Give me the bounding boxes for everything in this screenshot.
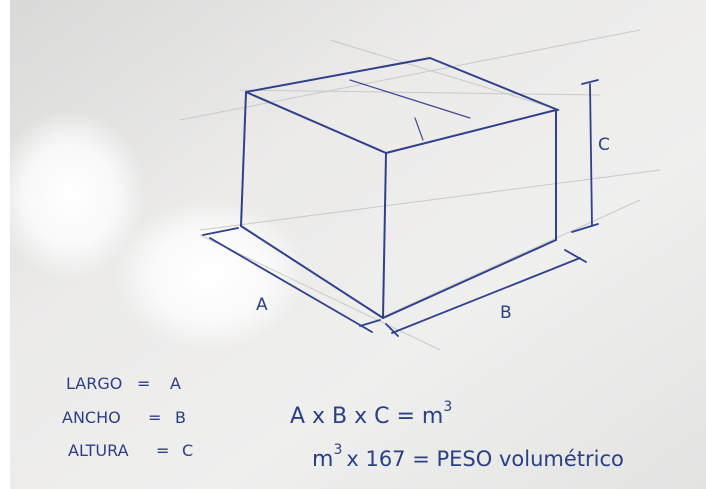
dimension-legend: LARGO = A ANCHO = B ALTURA = C — [62, 374, 193, 460]
formula-volume-text: A x B x C = m — [290, 404, 443, 429]
formula-weight-base: m — [312, 447, 333, 472]
dimension-a-line — [209, 237, 373, 333]
formula-weight-exponent: 3 — [333, 442, 342, 458]
box-bottom-left-edge — [240, 225, 384, 319]
legend-ancho-label: ANCHO — [62, 408, 121, 427]
dimension-b-line — [391, 257, 581, 334]
box-bottom-right-edge — [382, 239, 557, 319]
formula-volume: A x B x C = m3 — [290, 399, 452, 429]
dimension-b-label: B — [500, 303, 512, 323]
box-side-crease — [414, 117, 424, 141]
perspective-guides — [179, 29, 661, 351]
legend-altura-label: ALTURA — [68, 441, 129, 460]
legend-altura-value: C — [182, 441, 193, 460]
legend-equals: = — [148, 408, 161, 427]
dimension-a-label: A — [256, 295, 268, 315]
box-top-crease — [349, 79, 471, 119]
light-glare-left — [0, 110, 145, 280]
dimension-c-label: C — [598, 135, 610, 155]
legend-equals: = — [156, 441, 169, 460]
formula-weight-text: x 167 = PESO volumétrico — [346, 447, 624, 471]
dimension-a-tick-start — [202, 227, 239, 236]
dimension-lines — [202, 79, 599, 337]
box-front-vertical — [382, 152, 387, 319]
dimension-a-tick-end — [359, 319, 381, 327]
formula-volume-exponent: 3 — [443, 399, 452, 415]
legend-ancho-value: B — [175, 408, 186, 427]
dimension-c-line — [589, 83, 593, 227]
legend-largo-value: A — [170, 374, 181, 393]
box-left-vertical — [240, 91, 247, 227]
dimension-c-tick-bottom — [571, 223, 599, 233]
left-margin — [0, 0, 10, 489]
legend-equals: = — [137, 374, 150, 393]
dimension-b-tick-start — [385, 323, 399, 337]
box-top-back-edge — [245, 57, 559, 111]
legend-largo-label: LARGO — [66, 374, 122, 393]
dimension-b-tick-end — [564, 249, 587, 263]
box-drawing — [240, 57, 559, 319]
dimension-c-tick-top — [581, 79, 599, 85]
light-glare-center — [115, 200, 305, 350]
